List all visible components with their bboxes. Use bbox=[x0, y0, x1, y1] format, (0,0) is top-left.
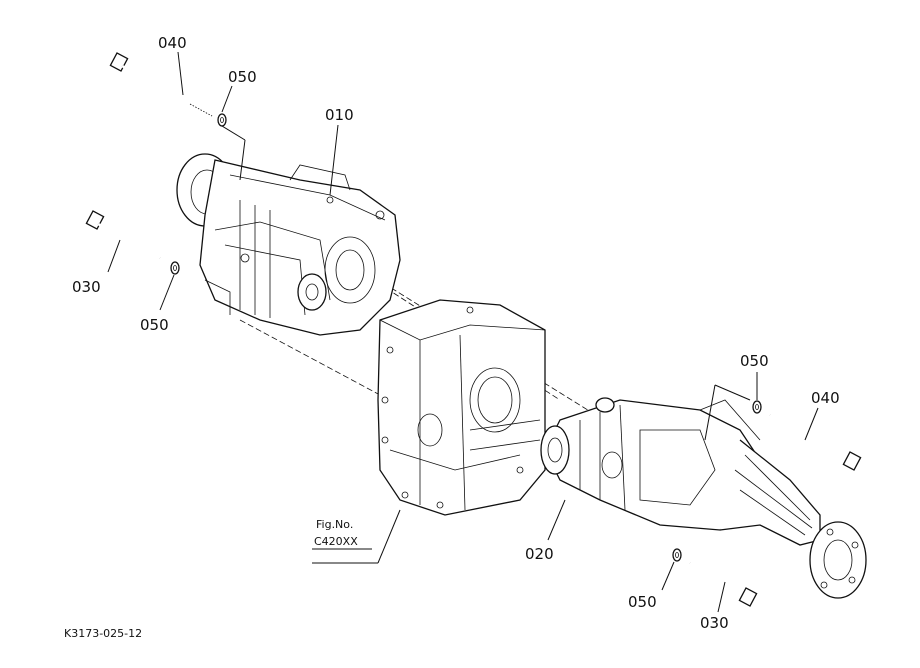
washer-050-top[interactable] bbox=[217, 113, 227, 127]
callout-030-left: 030 bbox=[72, 278, 101, 296]
gearbox-020[interactable] bbox=[540, 397, 867, 599]
bolt-030-bottom[interactable] bbox=[689, 561, 758, 607]
callout-040-top: 040 bbox=[158, 34, 187, 52]
washer-050-bottom[interactable] bbox=[672, 548, 682, 562]
drawing-code: K3173-025-12 bbox=[64, 627, 142, 640]
washer-050-left[interactable] bbox=[170, 261, 180, 275]
callout-030-bottom: 030 bbox=[700, 614, 729, 632]
center-housing[interactable] bbox=[377, 299, 546, 516]
bolt-040-right[interactable] bbox=[769, 413, 862, 471]
callout-020: 020 bbox=[525, 545, 554, 563]
callout-050-bottom: 050 bbox=[628, 593, 657, 611]
callout-050-left: 050 bbox=[140, 316, 169, 334]
callout-010: 010 bbox=[325, 106, 354, 124]
gearbox-010[interactable] bbox=[176, 153, 401, 336]
bolt-040-top[interactable] bbox=[109, 52, 213, 118]
washer-050-right[interactable] bbox=[752, 400, 762, 414]
bolt-030-left[interactable] bbox=[85, 210, 161, 260]
callout-050-top: 050 bbox=[228, 68, 257, 86]
leader-lines bbox=[107, 51, 819, 613]
figref-label: Fig.No. bbox=[316, 518, 353, 531]
figref-number[interactable]: C420XX bbox=[314, 535, 358, 548]
callout-040-right: 040 bbox=[811, 389, 840, 407]
callout-050-right: 050 bbox=[740, 352, 769, 370]
